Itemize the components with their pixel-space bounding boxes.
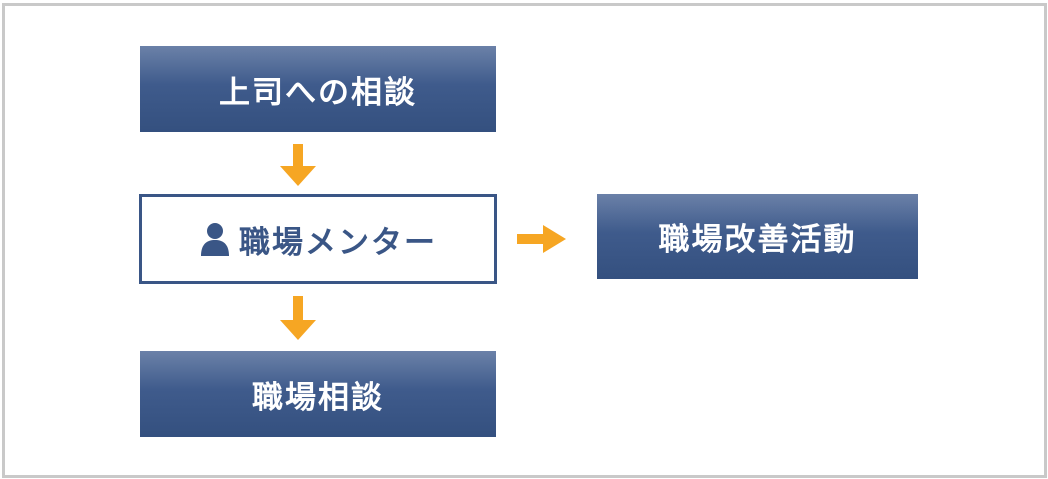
node-label: 職場改善活動 (658, 222, 857, 258)
node-label: 職場相談 (252, 379, 384, 416)
person-icon (201, 223, 229, 256)
arrow-right-icon (517, 225, 566, 253)
arrow-down-icon (280, 296, 316, 340)
diagram-frame: 上司への相談 職場メンター 職場改善活動 職場相談 (2, 3, 1047, 478)
node-label: 上司への相談 (219, 74, 417, 111)
node-workplace-mentor: 職場メンター (139, 194, 497, 284)
arrow-down-icon (280, 144, 316, 186)
node-workplace-consultation: 職場相談 (140, 351, 496, 437)
node-label: 職場メンター (239, 224, 437, 261)
node-workplace-improvement: 職場改善活動 (597, 194, 918, 279)
node-supervisor-consultation: 上司への相談 (140, 46, 496, 132)
